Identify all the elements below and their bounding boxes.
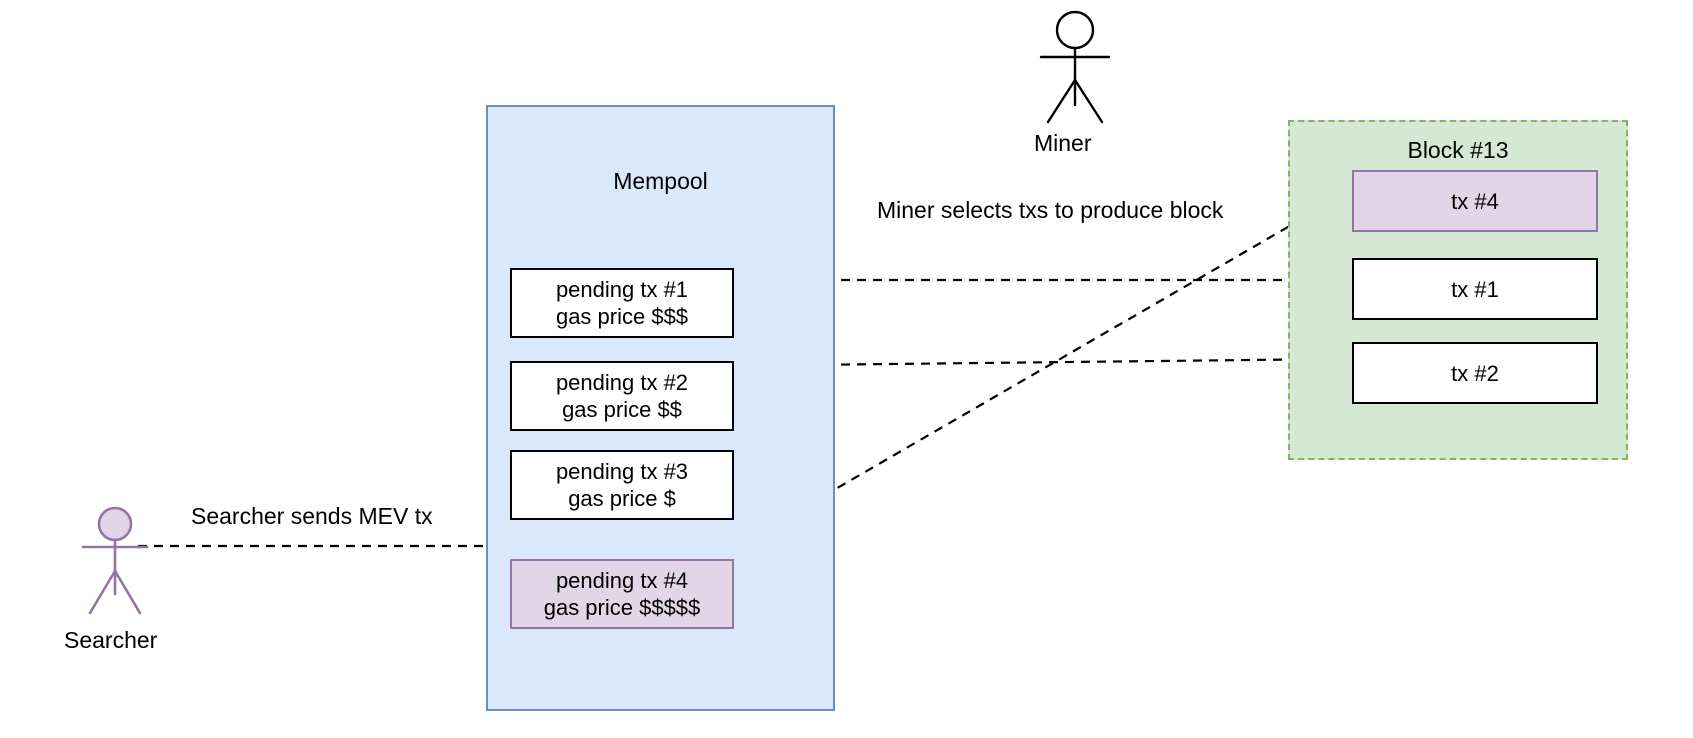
stick-figure-icon [1039, 10, 1111, 124]
miner-label: Miner [1034, 130, 1092, 156]
pending-tx-2[interactable]: pending tx #2 gas price $$ [510, 361, 734, 431]
pending-tx-4-line1: pending tx #4 [555, 568, 689, 593]
mempool-title: Mempool [613, 168, 708, 194]
block-tx-1-label: tx #1 [1451, 276, 1499, 302]
block-tx-2-label: tx #2 [1451, 360, 1499, 386]
block-title: Block #13 [1407, 137, 1509, 163]
pending-tx-3-line2: gas price $ [568, 486, 676, 511]
pending-tx-1-line1: pending tx #1 [555, 277, 689, 302]
stick-figure-icon [81, 506, 149, 615]
block-tx-2[interactable]: tx #2 [1352, 342, 1598, 404]
pending-tx-1[interactable]: pending tx #1 gas price $$$ [510, 268, 734, 338]
searcher-label: Searcher [64, 627, 158, 653]
pending-tx-2-line2: gas price $$ [562, 397, 682, 422]
edge-label-miner-selects-txs: Miner selects txs to produce block [877, 197, 1224, 223]
block-tx-4[interactable]: tx #4 [1352, 170, 1598, 232]
pending-tx-4-line2: gas price $$$$$ [543, 595, 701, 620]
pending-tx-3[interactable]: pending tx #3 gas price $ [510, 450, 734, 520]
block-container[interactable]: Block #13 tx #4 tx #1 tx #2 [1288, 120, 1628, 460]
pending-tx-1-line2: gas price $$$ [555, 304, 689, 329]
pending-tx-4[interactable]: pending tx #4 gas price $$$$$ [510, 559, 734, 629]
pending-tx-3-line1: pending tx #3 [555, 459, 689, 484]
pending-tx-2-line1: pending tx #2 [555, 370, 689, 395]
block-tx-1[interactable]: tx #1 [1352, 258, 1598, 320]
block-tx-4-label: tx #4 [1451, 188, 1499, 214]
mempool-container[interactable]: Mempool pending tx #1 gas price $$$ pend… [486, 105, 835, 711]
edge-label-searcher-sends-mev-tx: Searcher sends MEV tx [191, 503, 433, 529]
